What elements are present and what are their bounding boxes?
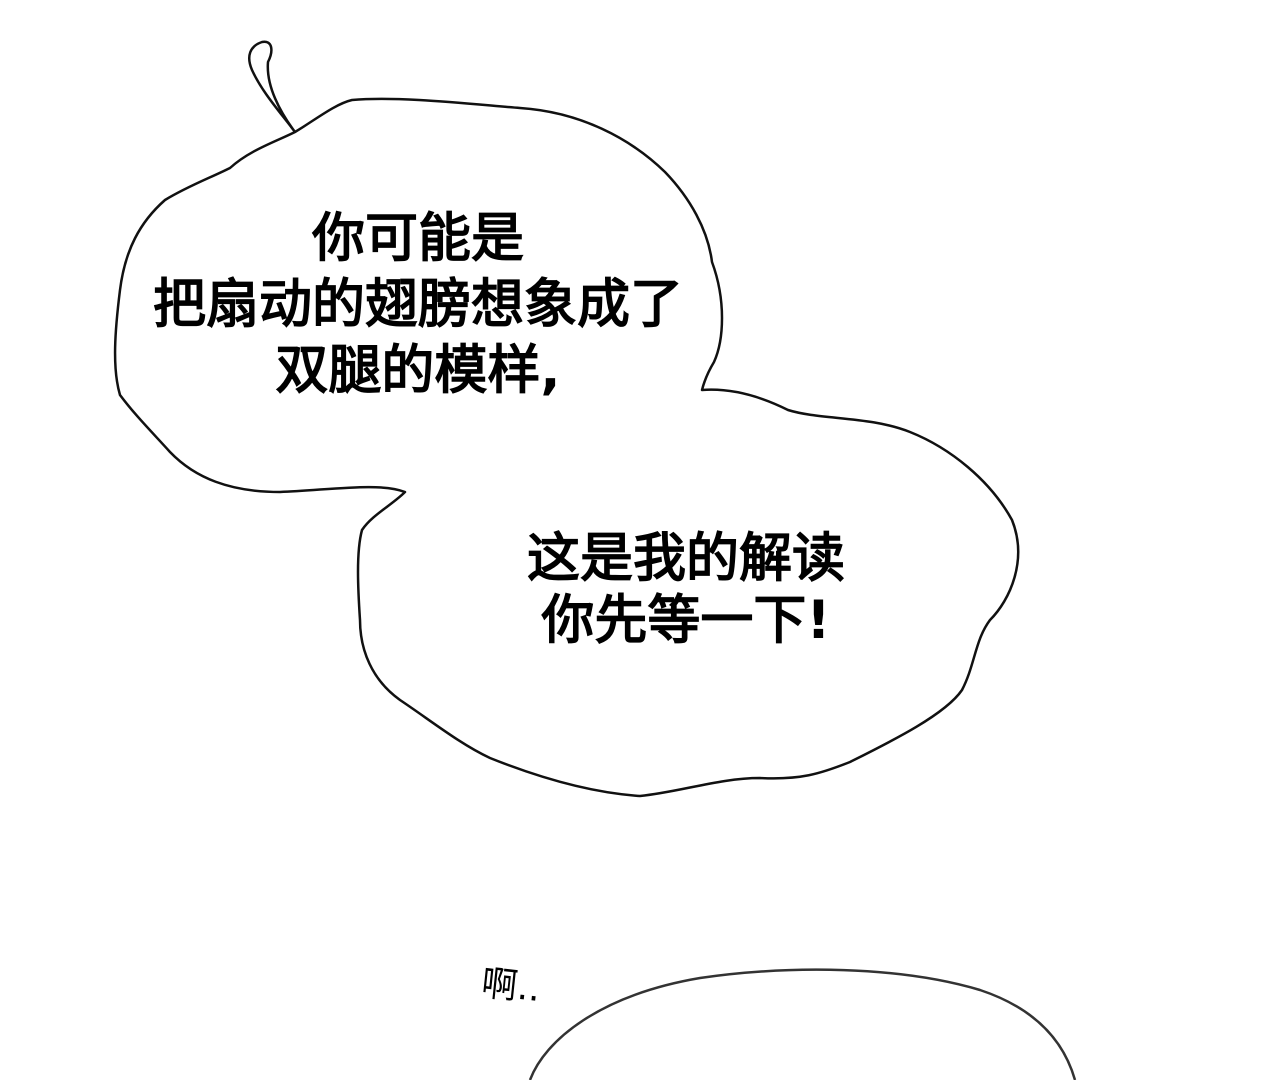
sound-effect-text: 啊.. [479,963,543,1011]
speech-text-bottom: 这是我的解读 你先等一下! [486,528,886,652]
speech-line: 把扇动的翅膀想象成了 [153,274,683,335]
speech-line: 你可能是 [312,208,524,269]
bubble-arc-bottom [528,968,1077,1080]
thought-bubble-top-outline [113,40,1020,798]
speech-line: 你先等一下! [541,590,831,651]
speech-text-top: 你可能是 把扇动的翅膀想象成了 双腿的模样, [118,206,718,404]
speech-line: 这是我的解读 [527,528,845,589]
speech-line: 双腿的模样, [275,340,561,401]
